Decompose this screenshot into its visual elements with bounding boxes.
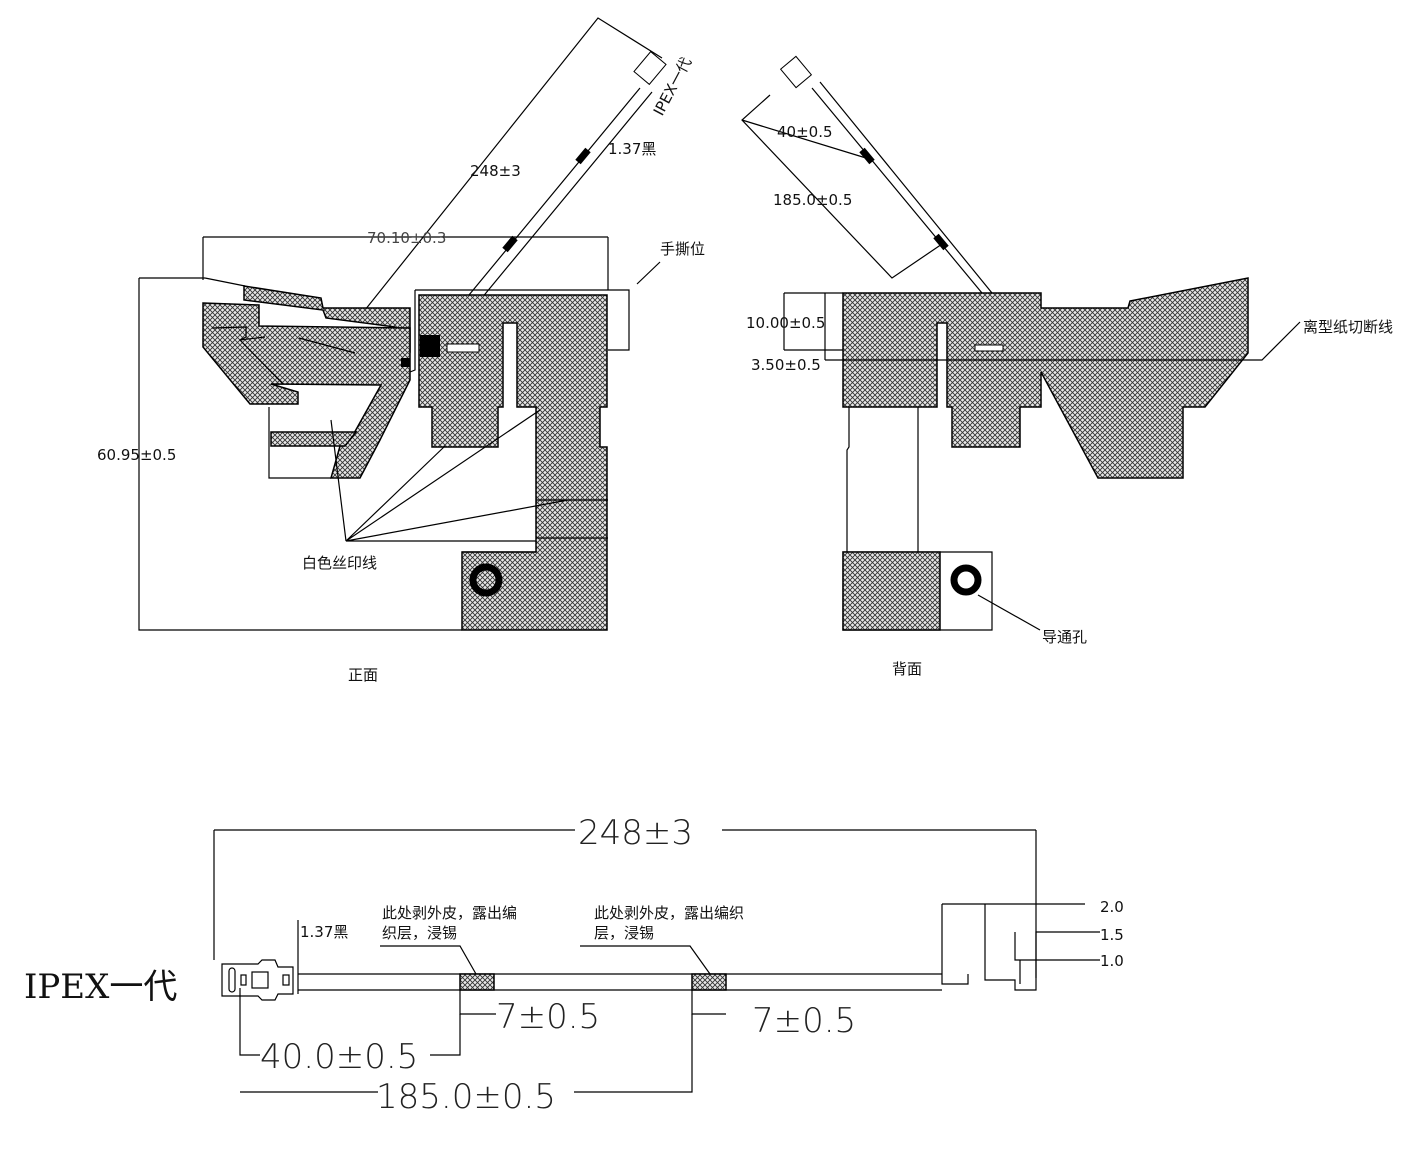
dim-10: 10.00±0.5 (746, 314, 825, 332)
via-label: 导通孔 (1042, 628, 1087, 646)
dist-40: 40.0±0.5 (260, 1037, 418, 1077)
note-2-line1: 此处剥外皮，露出编织 (594, 904, 744, 922)
dist-185: 185.0±0.5 (376, 1077, 556, 1117)
note-1-line2: 织层，浸锡 (382, 924, 457, 942)
back-caption: 背面 (892, 660, 922, 678)
tear-label: 手撕位 (660, 240, 705, 258)
connector-label: IPEX一代 (24, 967, 177, 1007)
cut-line-label: 离型纸切断线 (1303, 318, 1393, 336)
end-2-0: 2.0 (1100, 898, 1124, 916)
back-view: 40±0.5 185.0±0.5 10.00±0.5 3.50±0.5 离型纸切… (741, 55, 1393, 678)
strip-1: 7±0.5 (496, 997, 600, 1037)
dim-width: 70.10±0.3 (367, 229, 446, 247)
cable-label: 1.37黑 (300, 923, 348, 941)
front-view: 248±3 70.10±0.3 60.95±0.5 1.37黑 IPEX一代 手… (97, 17, 705, 684)
end-1-5: 1.5 (1100, 926, 1124, 944)
strip-2: 7±0.5 (752, 1001, 856, 1041)
total-length: 248±3 (578, 813, 693, 853)
cable-view: 248±3 IPEX一代 1.37黑 此处剥外皮，露出编 织层，浸锡 此处剥外皮… (24, 813, 1124, 1117)
dim-height: 60.95±0.5 (97, 446, 176, 464)
end-1-0: 1.0 (1100, 952, 1124, 970)
dim-cable-length: 248±3 (470, 162, 521, 180)
dim-3-5: 3.50±0.5 (751, 356, 821, 374)
dim-40: 40±0.5 (777, 123, 833, 141)
dim-185: 185.0±0.5 (773, 191, 852, 209)
note-1-line1: 此处剥外皮，露出编 (382, 904, 517, 922)
silkscreen-label: 白色丝印线 (302, 554, 377, 572)
cable-label: 1.37黑 (608, 140, 656, 158)
note-2-line2: 层，浸锡 (594, 924, 654, 942)
front-caption: 正面 (348, 666, 378, 684)
